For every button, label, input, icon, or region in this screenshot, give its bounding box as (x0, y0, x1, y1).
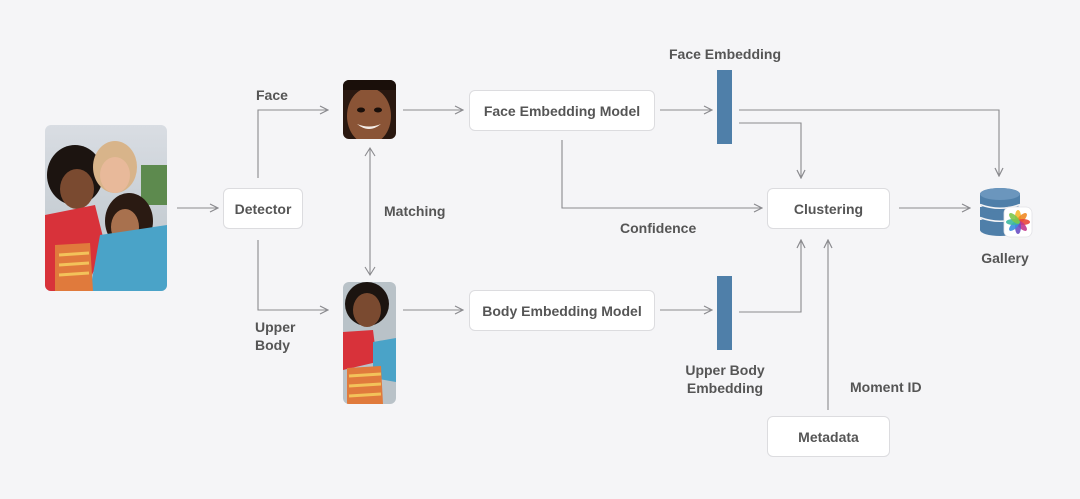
arrow-body-embedding-to-clustering (739, 240, 801, 313)
confidence-label: Confidence (620, 220, 697, 236)
face-embedding-label: Face Embedding (668, 46, 782, 62)
face-embedding-vector (717, 70, 732, 144)
gallery-label: Gallery (981, 250, 1029, 266)
arrow-face-embedding-to-gallery (739, 109, 999, 176)
arrow-detector-to-body (257, 240, 328, 310)
body-crop-photo (343, 282, 396, 404)
matching-label: Matching (384, 203, 446, 219)
face-label: Face (256, 87, 288, 103)
source-photo (45, 125, 167, 291)
arrow-confidence-to-clustering (561, 140, 762, 208)
upper-body-embedding-label: Upper Body Embedding (685, 362, 765, 396)
upper-body-label: Upper Body (255, 319, 296, 353)
detector-box: Detector (223, 188, 303, 229)
face-embedding-model-box: Face Embedding Model (469, 90, 655, 131)
clustering-box: Clustering (767, 188, 890, 229)
face-crop-photo (343, 80, 396, 139)
gallery-database-icon (976, 186, 1036, 242)
arrow-detector-to-face (257, 110, 328, 178)
upper-body-embedding-vector (717, 276, 732, 350)
body-embedding-model-box: Body Embedding Model (469, 290, 655, 331)
arrow-face-embedding-to-clustering (739, 122, 801, 178)
metadata-box: Metadata (767, 416, 890, 457)
moment-id-label: Moment ID (850, 379, 922, 395)
